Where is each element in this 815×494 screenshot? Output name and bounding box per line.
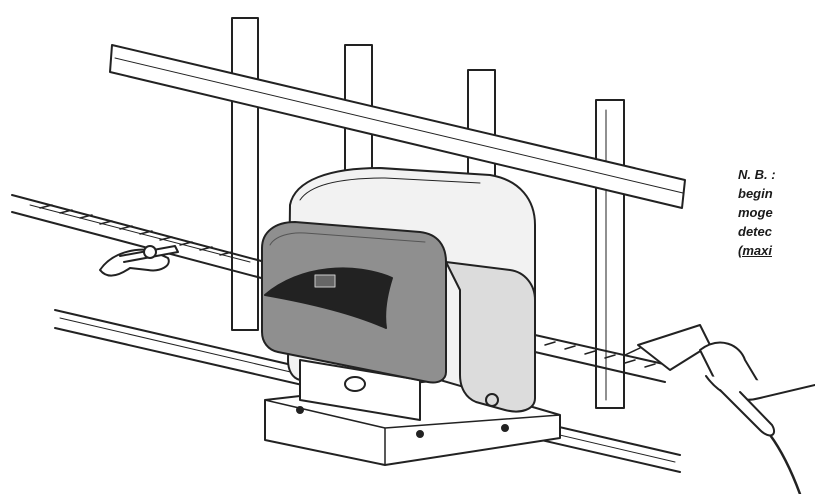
installation-note: N. B. : begin moge detec (maxi bbox=[738, 165, 815, 260]
note-line-5: (maxi bbox=[738, 243, 772, 258]
welder-hand-illustration bbox=[624, 324, 815, 494]
hand-left-illustration bbox=[99, 245, 179, 277]
toothed-rack-right bbox=[534, 334, 669, 383]
control-panel-window bbox=[264, 267, 393, 329]
toothed-rack bbox=[11, 194, 266, 280]
note-line-4: detec bbox=[738, 224, 772, 239]
motor-side-cover bbox=[445, 261, 536, 413]
note-line-2: begin bbox=[738, 186, 773, 201]
note-line-3: moge bbox=[738, 205, 773, 220]
gate-top-rail bbox=[109, 44, 686, 209]
note-line-1: N. B. : bbox=[738, 167, 776, 182]
